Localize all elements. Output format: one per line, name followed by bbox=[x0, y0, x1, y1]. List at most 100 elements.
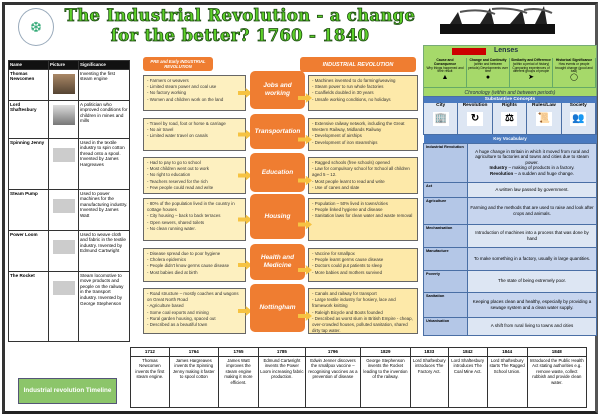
post-item: - Development of airships bbox=[312, 133, 362, 139]
arrow-icon bbox=[238, 306, 252, 316]
portrait-image bbox=[52, 104, 75, 125]
school-logo: ❆ bbox=[18, 8, 54, 46]
post-item: - Steam power to run whole factories bbox=[312, 84, 384, 90]
lens-icon: ● bbox=[485, 74, 491, 82]
post-item: - People learnt germs cause disease bbox=[312, 257, 384, 263]
pre-header: PRE and Early INDUSTRIAL REVOLUTION bbox=[143, 57, 213, 71]
pre-item: - No air travel bbox=[147, 127, 174, 133]
pre-item: - Limited steam power and coal use bbox=[147, 84, 217, 90]
concept-item: Society👥 bbox=[562, 103, 596, 135]
topic-label: Education bbox=[250, 153, 305, 192]
post-item: - Canals and railway for transport bbox=[312, 291, 377, 296]
pre-item: - Rural garden housing, spaced out bbox=[147, 315, 216, 321]
post-item: - Doctors could put patients to sleep bbox=[312, 263, 383, 269]
timeline-year: 1785 bbox=[258, 347, 306, 357]
timeline-event: Edmund Cartwright invents the Power Loom… bbox=[258, 355, 306, 408]
timeline-event: James Hargreaves invents the Spinning Je… bbox=[168, 355, 219, 408]
post-item: - Unsafe working conditions, no holidays bbox=[312, 96, 391, 102]
topic-label: Jobs and working bbox=[250, 71, 305, 109]
arrow-icon bbox=[238, 260, 252, 270]
post-box: - Ragged schools (free schools) opened- … bbox=[308, 157, 418, 194]
lens-icon: ➤ bbox=[528, 74, 534, 82]
machine-image bbox=[52, 239, 75, 254]
concept-item: Rights⚖ bbox=[493, 103, 528, 135]
pre-item: - 80% of the population lived in the cou… bbox=[147, 201, 235, 213]
chronology-label: Chronology (within and between periods) bbox=[424, 87, 596, 96]
timeline-year: 1848 bbox=[526, 347, 588, 357]
pre-item: - City housing – back to back terraces bbox=[147, 213, 221, 219]
page-frame bbox=[2, 2, 598, 414]
timeline-event: Lord Shaftesbury introduces The Coal Min… bbox=[447, 355, 488, 408]
post-box: - Extensive railway network, including t… bbox=[308, 118, 418, 151]
col-picture: Picture bbox=[48, 60, 79, 70]
pre-box: - Road structure – mostly coaches and wa… bbox=[143, 288, 246, 334]
post-item: - Population – 50% lived in towns/cities bbox=[312, 201, 388, 206]
pre-item: - Open sewers, shared toilets bbox=[147, 219, 205, 225]
timeline-year: 1796 bbox=[304, 347, 362, 357]
timeline-year: 1764 bbox=[168, 347, 219, 357]
concept-item: Revolution↻ bbox=[458, 103, 493, 135]
pre-box: - 80% of the population lived in the cou… bbox=[143, 198, 246, 241]
post-header: INDUSTRIAL REVOLUTION bbox=[300, 57, 416, 72]
lenses-title: Lenses bbox=[494, 47, 519, 54]
timeline-year: 1842 bbox=[447, 347, 488, 357]
arrow-icon bbox=[238, 88, 252, 98]
pre-box: - Farmers or weavers- Limited steam powe… bbox=[143, 75, 246, 111]
timeline-event: Edwin Jenner discovers the smallpox vacc… bbox=[304, 355, 362, 408]
timeline-year: 1765 bbox=[217, 347, 260, 357]
post-item: - Vaccine for smallpox bbox=[312, 251, 355, 256]
post-item: - More babies and mothers survived bbox=[312, 269, 383, 275]
post-box: - Vaccine for smallpox- People learnt ge… bbox=[308, 248, 418, 282]
pre-item: - Few people could read and write bbox=[147, 184, 214, 190]
post-box: - Canals and railway for transport- Larg… bbox=[308, 288, 418, 334]
pre-item: - Farmers or weavers bbox=[147, 78, 189, 83]
timeline-label: Industrial revolution Timeline bbox=[18, 378, 117, 404]
post-item: - Large textile industry for hosiery, la… bbox=[312, 297, 396, 309]
post-item: - Raleigh Bicycle and Boots founded bbox=[312, 309, 383, 315]
concepts-title: Substantive Concepts bbox=[424, 97, 596, 103]
pre-item: - Cholera epidemics bbox=[147, 257, 187, 263]
lenses-badge bbox=[452, 48, 486, 55]
lens-item: Similarity and Difference(within a perio… bbox=[510, 58, 553, 88]
topic-label: Health and Medicine bbox=[250, 244, 305, 280]
post-item: - Coalfields doubled in 30 years bbox=[312, 90, 374, 96]
pre-box: - Disease spread due to poor hygiene- Ch… bbox=[143, 248, 246, 282]
factory-illustration bbox=[440, 6, 555, 34]
post-item: - Ragged schools (free schools) opened bbox=[312, 160, 390, 165]
col-name: Name bbox=[8, 60, 49, 70]
pre-item: - Most babies died at birth bbox=[147, 269, 198, 275]
post-item: - Development of iron steamships bbox=[312, 139, 378, 145]
vocab-title: Key Vocabulary bbox=[423, 135, 597, 144]
timeline-event: Thomas Newcomen invents the first steam … bbox=[130, 355, 170, 408]
machine-image bbox=[52, 147, 75, 162]
arrow-icon bbox=[238, 170, 252, 181]
arrow-icon bbox=[298, 311, 312, 321]
concept-icon: ⚖ bbox=[501, 112, 518, 126]
post-item: - Law for compulsory school for School a… bbox=[312, 166, 410, 178]
concept-item: Rules/Law📜 bbox=[527, 103, 562, 135]
timeline-event: Introduced the Public Health Act stating… bbox=[526, 355, 588, 408]
concept-icon: 👥 bbox=[570, 112, 587, 126]
topic-label: Housing bbox=[250, 194, 305, 239]
pre-item: - People didn't know germs cause disease bbox=[147, 263, 230, 269]
pre-box: - Had to pay to go to school- Most child… bbox=[143, 157, 246, 194]
pre-item: - No right to education bbox=[147, 172, 191, 178]
pre-box: - Travel by road, foot or horse & carria… bbox=[143, 118, 246, 151]
page-title: The Industrial Revolution - a change for… bbox=[64, 6, 416, 46]
timeline-year: 1829 bbox=[360, 347, 411, 357]
pre-item: - Limited water travel on canals bbox=[147, 133, 208, 139]
